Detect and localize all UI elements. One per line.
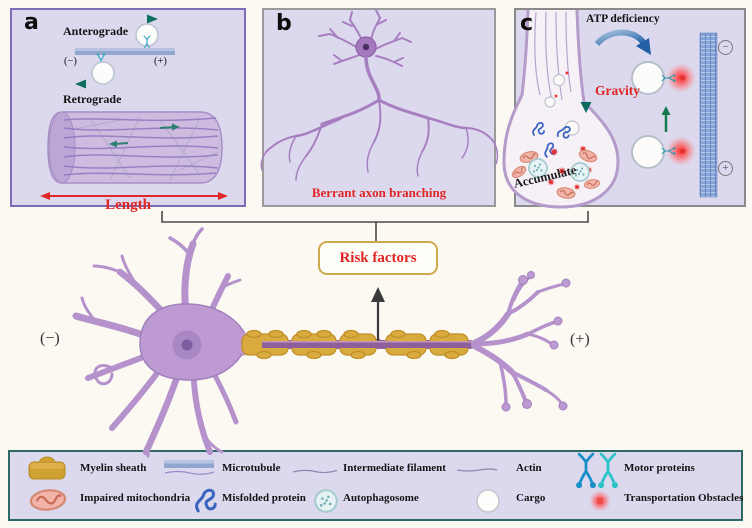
cargo-circle [544,96,556,108]
transport-mini-arrows [109,123,180,148]
motor-proteins-icon [574,450,624,493]
legend-label: Misfolded protein [222,492,306,504]
risk-factors-box: Risk factors [318,241,438,275]
panel-a-minus-label: (−) [64,56,77,67]
cytoskeleton-filaments [63,117,219,176]
axon-cylinder [47,111,223,184]
microtubule-icon [163,459,217,482]
main-neuron [72,227,571,458]
panel-b-caption: Berrant axon branching [311,185,447,200]
gravity-down-arrow [580,60,592,113]
panel-a-letter: a [24,10,39,35]
axon-filaments [534,11,572,101]
misfolded-protein-icon [192,484,220,521]
vertical-microtubule [699,32,718,198]
obstacle-star [679,74,687,82]
impaired-mitochondria-icon [27,486,69,519]
risk-factors-label: Risk factors [339,250,417,266]
panel-a-plus-label: (+) [154,56,167,67]
retrograde-up-arrow [661,106,671,132]
myelin-sheath-icon [26,453,68,488]
anterograde-arrow-icon [108,14,158,24]
thin-filaments [69,115,219,181]
legend-label: Impaired mitochondria [80,492,191,504]
obstacle-star [553,93,559,99]
panel-c-art [502,9,718,209]
retrograde-label: Retrograde [63,92,122,106]
actin-icon [455,462,499,480]
bracket-connector [161,211,589,241]
anterograde-label: Anterograde [63,24,129,38]
legend-box [8,450,743,521]
microtubule-bar [75,48,175,55]
terminal-boutons [501,271,571,412]
legend-label: Microtubule [222,462,281,474]
transportation-obstacles-icon [588,489,612,518]
obstacle-star [564,70,570,76]
atp-deficiency-label: ATP deficiency [586,13,660,25]
microtubule-minus-end: − [718,40,733,55]
panel-b-art [260,9,499,181]
neuron-plus-label: (+) [570,331,590,348]
legend-label: Cargo [516,492,546,504]
legend-label: Intermediate filament [343,462,446,474]
legend-label: Autophagosome [343,492,419,504]
obstacle-star [549,147,559,157]
panel-c-letter: c [520,11,534,36]
microtubule-plus-end: + [718,161,733,176]
obstacle-star [679,147,687,155]
atp-deficiency-arrow [594,29,651,55]
panel-b-letter: b [276,11,292,36]
cargo-circle [91,61,115,85]
cargo-circle [135,23,159,47]
gravity-label: Gravity [595,83,640,98]
neuron-minus-label: (−) [40,330,60,347]
autophagosome-icon [312,487,340,520]
obstacle-star [573,183,581,191]
legend-label: Myelin sheath [80,462,147,474]
retrograde-arrow-icon [75,79,115,89]
cargo-circle [552,73,566,87]
length-label: Length [105,197,151,213]
length-arrow [40,192,228,200]
cargo-circle [631,61,665,95]
intermediate-filament-icon [291,463,339,481]
legend-label: Transportation Obstacles [624,492,744,504]
cargo-icon [474,487,502,520]
axon-core [262,341,474,348]
nucleolus [181,339,193,351]
legend-label: Motor proteins [624,462,695,474]
axon-terminals [471,275,566,406]
panel-a-art [40,14,228,200]
branching-axon-tree [260,55,499,181]
cargo-circle [631,135,665,169]
legend-label: Actin [516,462,542,474]
nucleus-b [362,43,370,51]
